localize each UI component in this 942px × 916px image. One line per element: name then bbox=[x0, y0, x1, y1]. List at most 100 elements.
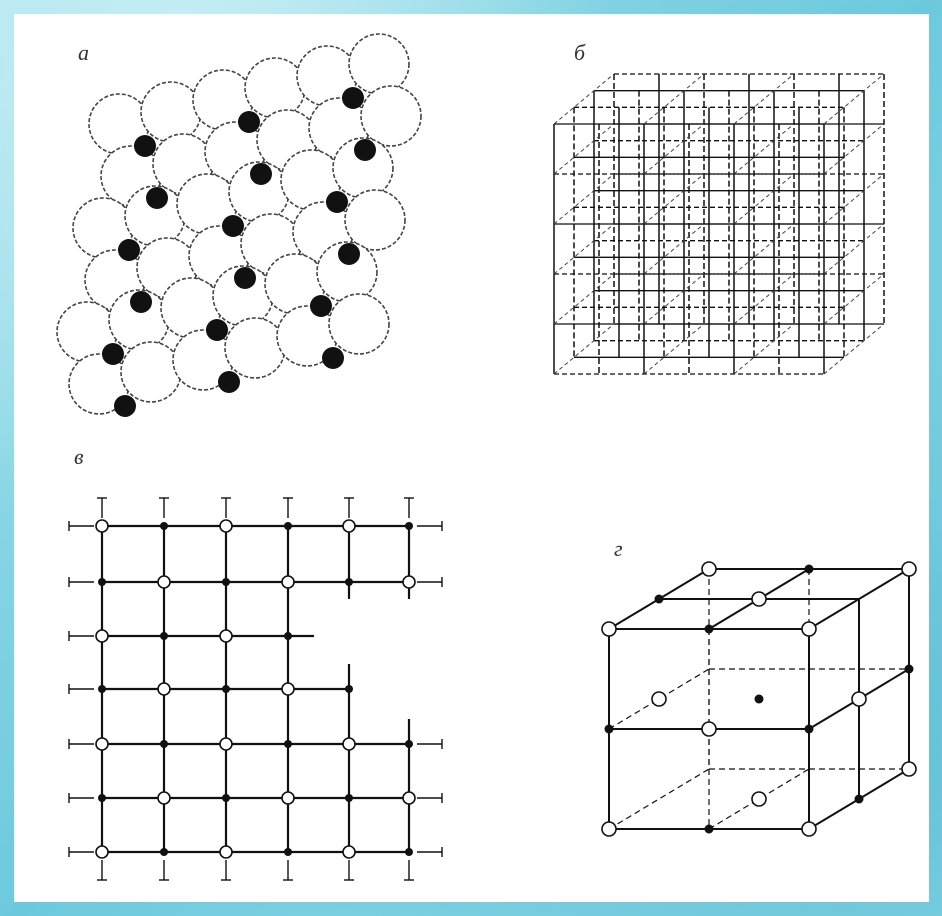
large-sphere bbox=[344, 189, 406, 251]
filled-node bbox=[284, 632, 292, 640]
lattice-bond bbox=[643, 73, 705, 125]
filled-node bbox=[222, 578, 230, 586]
small-black-atom bbox=[102, 343, 124, 365]
open-node bbox=[402, 575, 416, 589]
lattice-bond bbox=[553, 323, 615, 375]
filled-node bbox=[405, 848, 413, 856]
cube-hidden-edge bbox=[608, 768, 710, 830]
filled-node bbox=[654, 594, 664, 604]
filled-node bbox=[904, 664, 914, 674]
filled-node bbox=[345, 685, 353, 693]
lattice-bond bbox=[733, 223, 795, 275]
filled-node bbox=[405, 522, 413, 530]
open-node bbox=[95, 737, 109, 751]
lattice-bond bbox=[553, 73, 615, 125]
lattice-bond bbox=[643, 123, 705, 175]
filled-node bbox=[405, 740, 413, 748]
small-black-atom bbox=[130, 291, 152, 313]
open-node bbox=[851, 691, 867, 707]
open-node bbox=[95, 629, 109, 643]
small-black-atom bbox=[206, 319, 228, 341]
open-node bbox=[342, 845, 356, 859]
large-sphere bbox=[332, 137, 394, 199]
lattice-bond bbox=[823, 323, 885, 375]
filled-node bbox=[604, 724, 614, 734]
lattice-bond bbox=[823, 273, 885, 325]
filled-node bbox=[345, 578, 353, 586]
small-black-atom bbox=[322, 347, 344, 369]
small-black-atom bbox=[222, 215, 244, 237]
open-node bbox=[157, 791, 171, 805]
open-node bbox=[751, 591, 767, 607]
lattice-bond bbox=[643, 173, 705, 225]
small-black-atom bbox=[238, 111, 260, 133]
open-node bbox=[157, 682, 171, 696]
lattice-bond bbox=[733, 73, 795, 125]
lattice-bond bbox=[733, 123, 795, 175]
unit-cell-cube bbox=[601, 561, 917, 837]
open-node bbox=[701, 561, 717, 577]
lattice-bond bbox=[553, 123, 615, 175]
filled-node bbox=[284, 848, 292, 856]
panel-label-v: в bbox=[74, 444, 84, 469]
small-black-atom bbox=[118, 239, 140, 261]
lattice-bond bbox=[823, 173, 885, 225]
panel-label-b: б bbox=[574, 40, 586, 65]
open-node bbox=[219, 845, 233, 859]
open-node bbox=[601, 821, 617, 837]
small-black-atom bbox=[310, 295, 332, 317]
filled-node bbox=[345, 794, 353, 802]
small-black-atom bbox=[114, 395, 136, 417]
filled-node bbox=[98, 685, 106, 693]
lattice-bond bbox=[643, 273, 705, 325]
open-node bbox=[219, 737, 233, 751]
open-node bbox=[157, 575, 171, 589]
large-sphere bbox=[360, 85, 422, 147]
open-node bbox=[95, 519, 109, 533]
open-node bbox=[342, 737, 356, 751]
small-black-atom bbox=[326, 191, 348, 213]
figure-drawing bbox=[56, 33, 917, 881]
filled-node bbox=[284, 740, 292, 748]
small-black-atom bbox=[134, 135, 156, 157]
filled-node bbox=[98, 794, 106, 802]
filled-node bbox=[804, 724, 814, 734]
open-node bbox=[901, 561, 917, 577]
lattice-bond bbox=[553, 273, 615, 325]
filled-node bbox=[854, 794, 864, 804]
filled-node bbox=[222, 794, 230, 802]
lattice-bond bbox=[823, 223, 885, 275]
open-node bbox=[901, 761, 917, 777]
small-black-atom bbox=[234, 267, 256, 289]
open-node bbox=[219, 519, 233, 533]
filled-node bbox=[704, 624, 714, 634]
open-node bbox=[651, 691, 667, 707]
small-black-atom bbox=[338, 243, 360, 265]
filled-node bbox=[754, 694, 764, 704]
small-black-atom bbox=[354, 139, 376, 161]
small-black-atom bbox=[218, 371, 240, 393]
open-node bbox=[601, 621, 617, 637]
filled-node bbox=[284, 522, 292, 530]
sphere-packing-model bbox=[56, 33, 422, 417]
large-sphere bbox=[328, 293, 390, 355]
filled-node bbox=[160, 632, 168, 640]
small-black-atom bbox=[146, 187, 168, 209]
filled-node bbox=[160, 740, 168, 748]
filled-node bbox=[160, 848, 168, 856]
open-node bbox=[281, 682, 295, 696]
open-node bbox=[281, 575, 295, 589]
lattice-bond bbox=[733, 273, 795, 325]
filled-node bbox=[704, 824, 714, 834]
open-node bbox=[801, 621, 817, 637]
open-node bbox=[751, 791, 767, 807]
panel-label-g: г bbox=[614, 536, 623, 561]
small-black-atom bbox=[342, 87, 364, 109]
panel-label-a: а bbox=[78, 40, 89, 65]
small-black-atom bbox=[250, 163, 272, 185]
lattice-bond bbox=[643, 223, 705, 275]
open-node bbox=[342, 519, 356, 533]
open-node bbox=[402, 791, 416, 805]
dense-lattice-cube bbox=[553, 73, 885, 375]
lattice-bond bbox=[553, 173, 615, 225]
